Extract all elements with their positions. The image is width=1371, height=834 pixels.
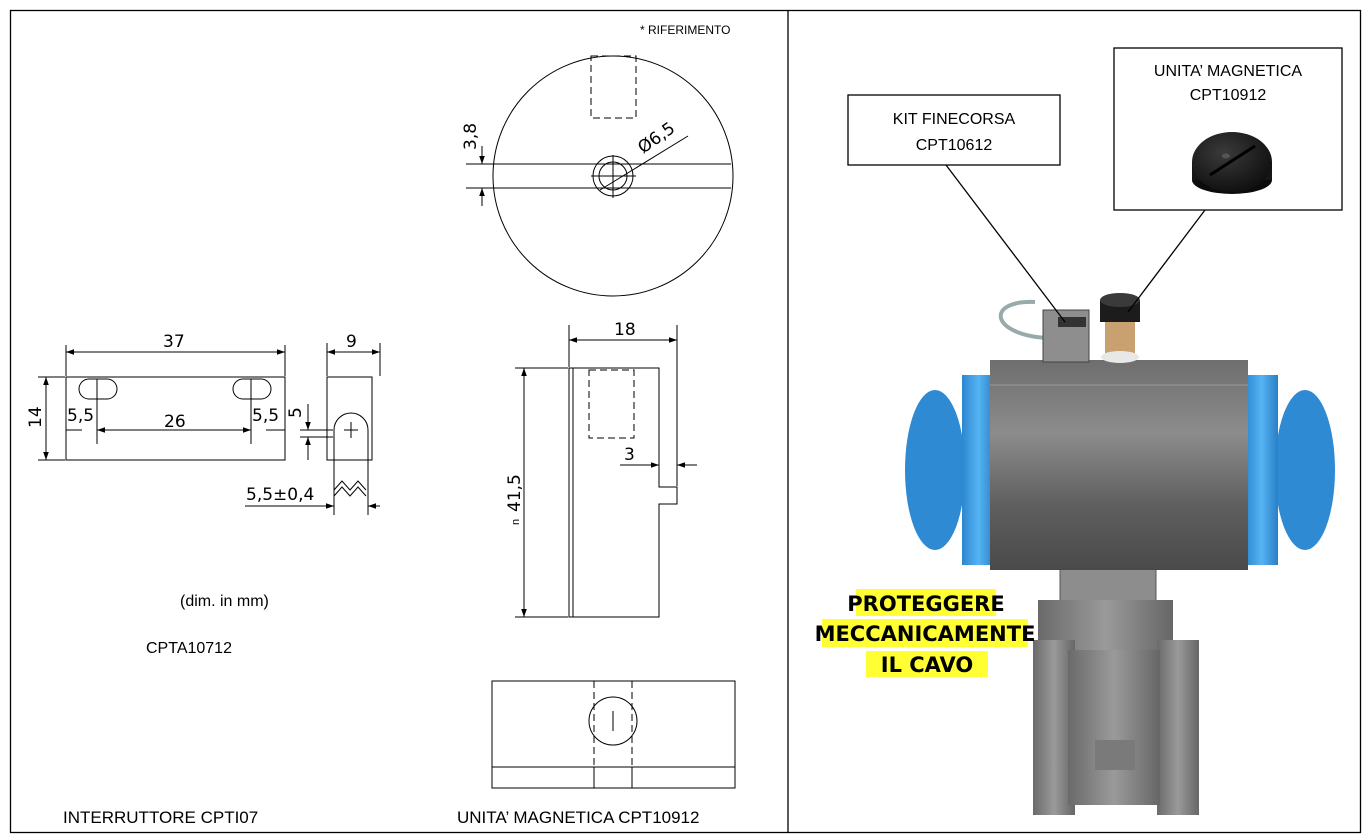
dim-switch-width: 9 [346,332,357,352]
switch-front-view [38,345,286,461]
magnet-side-view [515,325,697,618]
caption-switch: INTERRUTTORE CPTI07 [63,808,258,827]
dim-disc-diameter: Ø6,5 [634,119,679,159]
dim-magnet-step: 3 [624,445,635,465]
kit-label-line2: CPT10612 [916,137,993,154]
units-note: (dim. in mm) [180,593,269,610]
dim-switch-wave: 5,5±0,4 [246,485,314,505]
dim-switch-center: 26 [164,412,186,432]
cable-warning: PROTEGGERE MECCANICAMENTE IL CAVO [815,589,1036,677]
outer-frame [9,9,1362,834]
warning-line3: IL CAVO [881,653,973,677]
reference-note: * RIFERIMENTO [640,23,730,37]
dim-switch-edge-right: 5,5 [252,406,279,426]
warning-line2: MECCANICAMENTE [815,622,1036,646]
dim-switch-edge-left: 5,5 [67,406,94,426]
magnet-unit-thumbnail [1192,132,1272,194]
switch-side-view [245,343,381,515]
dim-switch-height: 14 [26,406,46,428]
magnet-label-line1: UNITA’ MAGNETICA [1154,63,1302,80]
dim-magnet-height: 41,5 [505,474,525,512]
magnet-bottom-view [491,680,736,789]
dim-switch-pin: 5 [286,407,306,418]
dim-magnet-width: 18 [614,320,636,340]
warning-line1: PROTEGGERE [847,592,1004,616]
kit-label-box [847,94,1061,166]
magnet-label-line2: CPT10912 [1190,87,1267,104]
kit-label-line1: KIT FINECORSA [893,111,1016,128]
dim-switch-length: 37 [163,332,185,352]
dim-disc-height: 3,8 [461,123,481,150]
dim-magnet-height-prefix: n [510,519,522,525]
product-code: CPTA10712 [146,640,232,657]
magnet-leader-line [1127,209,1206,313]
caption-magnet: UNITA’ MAGNETICA CPT10912 [457,808,699,827]
kit-leader-line [945,164,1066,323]
valve-actuator-photo [905,293,1335,815]
magnet-top-view [466,55,734,297]
